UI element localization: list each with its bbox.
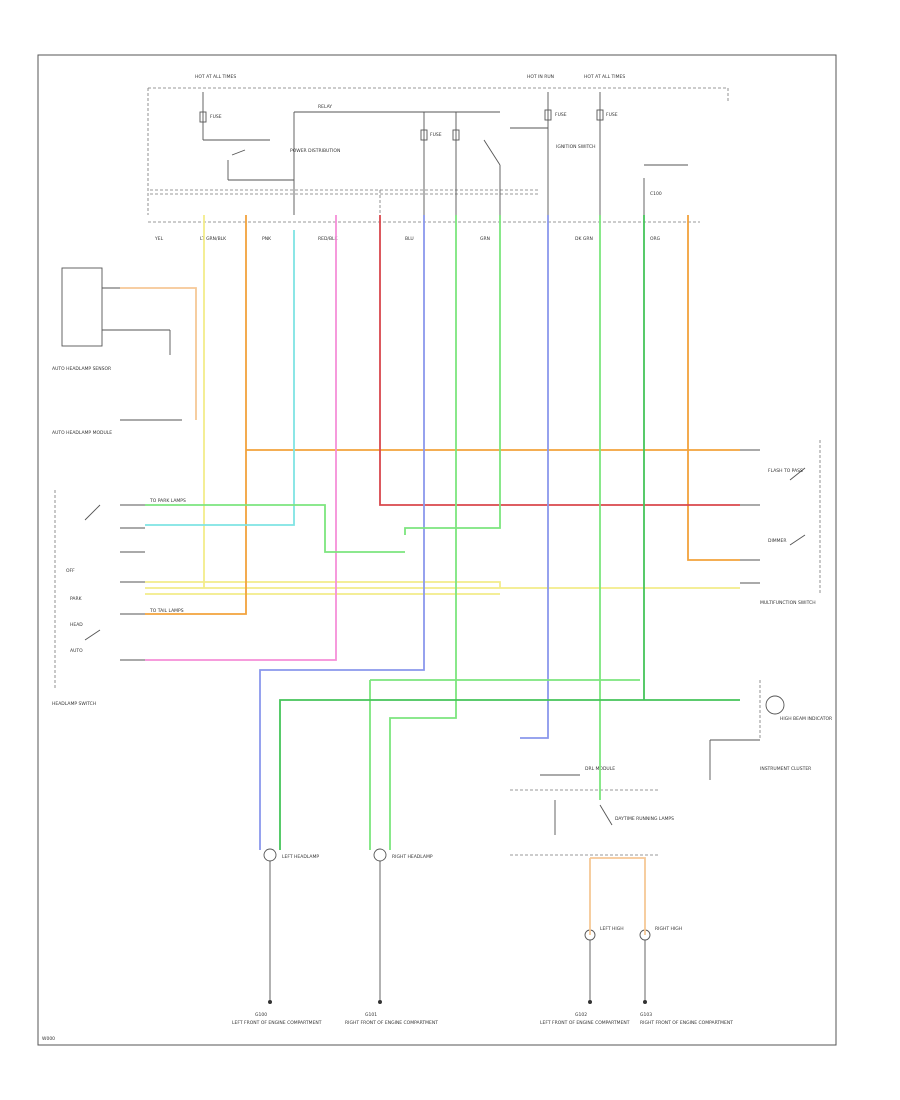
dimmer-label: DIMMER [768,538,787,544]
ground-label-2: G101 [365,1012,377,1018]
ground-desc-1: LEFT FRONT OF ENGINE COMPARTMENT [232,1020,322,1026]
hot-at-all-times-label-2: HOT AT ALL TIMES [584,74,625,80]
left-high-label: LEFT HIGH [600,926,624,932]
wire-orange [145,215,740,615]
headlamp-switch-label: HEADLAMP SWITCH [52,701,96,707]
wire-blue [259,215,549,850]
wire-label-red-blk: RED/BLK [318,236,339,242]
to-tail-lamps-label: TO TAIL LAMPS [149,608,184,614]
wire-red [379,215,740,506]
high-beam-indicator-label: HIGH BEAM INDICATOR [780,716,832,722]
hot-in-run-label: HOT IN RUN [527,74,554,80]
wire-label-org: ORG [650,236,661,242]
connector-label-c100: C100 [650,191,662,197]
to-park-lamps-label: TO PARK LAMPS [149,498,186,504]
ignition-switch-label: IGNITION SWITCH [556,144,596,150]
wire-label-blu: BLU [405,236,414,242]
wire-dkgreen [279,215,740,850]
instrument-cluster-label: INSTRUMENT CLUSTER [760,766,811,772]
switch-pos-park: PARK [70,596,83,602]
right-high-label: RIGHT HIGH [655,926,682,932]
fuse-symbol [199,111,207,123]
auto-headlamp-module-label: AUTO HEADLAMP MODULE [52,430,112,436]
switch-pos-off: OFF [66,568,75,574]
ground-desc-2: RIGHT FRONT OF ENGINE COMPARTMENT [345,1020,438,1026]
wire-label-grn: GRN [480,236,490,242]
power-distribution-label: POWER DISTRIBUTION [290,148,340,154]
multifunction-switch-label: MULTIFUNCTION SWITCH [760,600,816,606]
ground-dot-3 [588,1000,592,1004]
switch-pos-auto: AUTO [70,648,83,654]
fuse-label-2: FUSE [430,132,442,138]
wire-yellow [145,215,740,595]
ground-label-1: G100 [255,1012,267,1018]
ground-dot-1 [268,1000,272,1004]
wire-label-pnk: PNK [262,236,272,242]
fuse-label-3: FUSE [555,112,567,118]
wire-green [145,215,640,850]
ground-dot-4 [643,1000,647,1004]
auto-headlamp-sensor-label: AUTO HEADLAMP SENSOR [52,366,111,372]
hot-at-all-times-label: HOT AT ALL TIMES [195,74,236,80]
ground-desc-3: LEFT FRONT OF ENGINE COMPARTMENT [540,1020,630,1026]
flash-to-pass-label: FLASH TO PASS [768,468,803,474]
headlamp-switch: OFF PARK HEAD AUTO HEADLAMP SWITCH TO PA… [52,490,186,707]
wires [120,215,740,935]
ground-dot-2 [378,1000,382,1004]
instrument-cluster: HIGH BEAM INDICATOR INSTRUMENT CLUSTER [709,680,832,780]
multifunction-switch: FLASH TO PASS DIMMER MULTIFUNCTION SWITC… [740,440,821,606]
drl-label: DAYTIME RUNNING LAMPS [615,816,674,822]
fuse-label-4: FUSE [606,112,618,118]
switch-pos-head: HEAD [70,622,83,628]
corner-code: W000 [42,1036,55,1042]
auto-headlamp-sensor: AUTO HEADLAMP SENSOR AUTO HEADLAMP MODUL… [52,267,196,436]
power-distribution: HOT AT ALL TIMES HOT IN RUN HOT AT ALL T… [147,74,729,215]
wire-pink [145,215,337,661]
right-headlamp-label: RIGHT HEADLAMP [392,854,433,860]
ground-desc-4: RIGHT FRONT OF ENGINE COMPARTMENT [640,1020,733,1026]
diagram-border [37,54,837,1046]
wire-cyan [145,230,295,526]
wire-label-lg-blk: LT GRN/BLK [200,236,227,242]
wire-label-dk-grn: DK GRN [575,236,593,242]
left-headlamp-label: LEFT HEADLAMP [282,854,319,860]
wire-label-yel: YEL [154,236,164,242]
wire-peach [120,287,646,935]
fuse-label-1: FUSE [210,114,222,120]
headlamps: LEFT HEADLAMP RIGHT HEADLAMP LEFT HIGH R… [232,848,733,1026]
ground-label-3: G102 [575,1012,587,1018]
relay-label: RELAY [318,104,332,110]
ground-label-4: G103 [640,1012,652,1018]
drl-module: DAYTIME RUNNING LAMPS DRL MODULE [510,766,674,856]
